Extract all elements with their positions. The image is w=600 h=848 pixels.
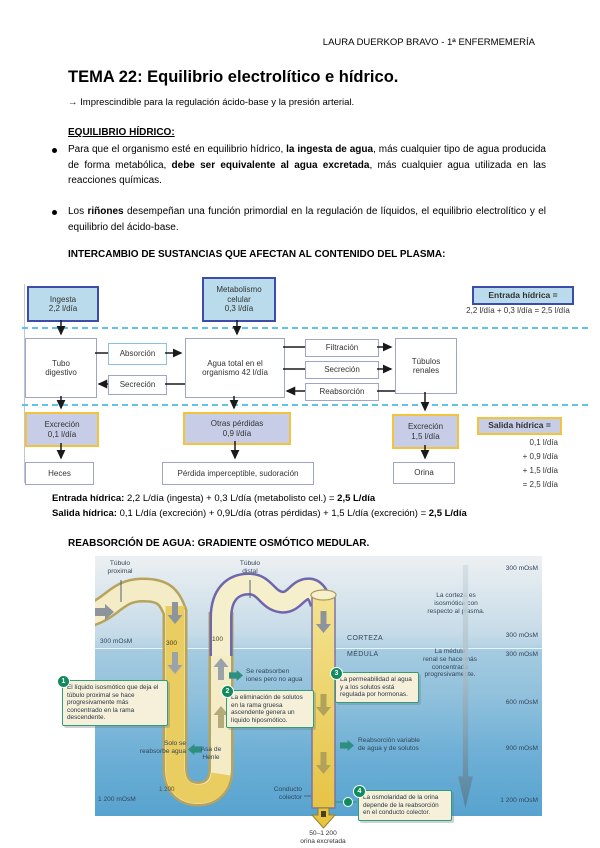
section-heading-equilibrio: EQUILIBRIO HÍDRICO: (68, 127, 175, 138)
bullet-1-text: Para que el organismo esté en equilibrio… (68, 144, 287, 155)
salida-summary-result: 2,5 L/día (428, 508, 467, 519)
callout-2-text: La eliminación de solutos en la rama gru… (231, 694, 303, 724)
box-filtracion: Filtración (305, 339, 379, 357)
variable-reabsorption-arrow-icon (340, 740, 354, 751)
box-entrada-hidrica: Entrada hídrica = (472, 286, 574, 305)
label-corteza: CORTEZA (347, 635, 384, 642)
mosm-right-2: 300 mOsM (505, 632, 538, 639)
mosm-right-4: 600 mOsM (505, 699, 538, 706)
bullet-1: Para que el organismo esté en equilibrio… (68, 142, 546, 189)
callout-1-text: El líquido isosmótico que deja el túbulo… (67, 684, 159, 722)
box-otras-perdidas: Otras pérdidas 0,9 l/día (183, 412, 291, 445)
box-heces: Heces (25, 462, 94, 485)
salida-sum: 0,1 l/día + 0,9 l/día + 1,5 l/día = 2,5 … (522, 438, 558, 489)
callout-2: 2 La eliminación de solutos en la rama g… (221, 685, 314, 729)
label-tubulo-proximal: Túbulo proximal (107, 560, 133, 575)
heading-intercambio: INTERCAMBIO DE SUSTANCIAS QUE AFECTAN AL… (68, 249, 446, 260)
bullet-2: Los riñones desempeñan una función primo… (68, 204, 546, 235)
bullet-1-bold-1: la ingesta de agua (286, 144, 374, 155)
entrada-summary-label: Entrada hídrica: (52, 493, 125, 504)
mosm-right-5: 900 mOsM (505, 745, 538, 752)
page-header: LAURA DUERKOP BRAVO - 1ª ENFERMEMERÍA (322, 37, 535, 48)
entrada-summary: Entrada hídrica: 2,2 L/día (ingesta) + 0… (52, 493, 375, 504)
box-excrecion-1: Excreción 0,1 l/día (25, 412, 99, 447)
mosm-right-3: 300 mOsM (505, 651, 538, 658)
callout-4-text: La osmolaridad de la orina depende de la… (363, 794, 439, 817)
page-title: TEMA 22: Equilibrio electrolítico e hídr… (68, 68, 399, 86)
label-medula: MÉDULA (347, 651, 379, 658)
callout-3-number: 3 (330, 667, 343, 680)
box-secrecion-1: Secreción (108, 375, 167, 395)
label-reabsorcion-variable: Reabsorción variable de agua y de soluto… (358, 737, 420, 752)
mosm-right-6: 1 200 mOsM (500, 797, 538, 804)
entrada-summary-result: 2,5 L/día (337, 493, 376, 504)
label-tubulo-distal: Túbulo distal (239, 560, 261, 575)
note-medula: La médula renal se hace más concentrada … (423, 648, 477, 679)
reabsorb-ions-arrow-icon (229, 670, 243, 681)
diagram-left-rule (24, 284, 25, 483)
nephron-diagram: Túbulo proximal Túbulo distal 300 mOsM 3… (57, 556, 542, 848)
box-excrecion-2: Excreción 1,5 l/día (392, 414, 459, 449)
box-secrecion-2: Secreción (305, 361, 379, 379)
box-metabolismo: Metabolismo celular 0,3 l/día (202, 277, 276, 322)
callout-1-number: 1 (57, 675, 70, 688)
box-agua-total: Agua total en el organismo 42 l/día (185, 338, 285, 398)
bullet-2-text: Los (68, 206, 88, 217)
label-300-mosm-left: 300 mOsM (100, 638, 133, 645)
callout-3: 3 La permeabilidad al agua y a los solut… (330, 667, 419, 703)
bullet-1-text-2: , más cualquier tipo de agua producida d… (68, 144, 546, 171)
callout-4: 4 La osmolaridad de la orina depende de … (353, 785, 452, 821)
value-300: 300 (166, 640, 178, 647)
dashed-divider-bottom (22, 404, 588, 406)
salida-summary: Salida hídrica: 0,1 L/día (excreción) + … (52, 508, 467, 519)
box-orina: Orina (393, 462, 455, 484)
bullet-icon (52, 210, 57, 215)
mosm-right-1: 300 mOsM (505, 565, 538, 572)
box-salida-hidrica: Salida hídrica = (477, 417, 562, 435)
box-tubulos-renales: Túbulos renales (395, 338, 457, 394)
value-100: 100 (212, 636, 224, 643)
callout-1: 1 El líquido isosmótico que deja el túbu… (57, 675, 168, 726)
label-1200-mosm-left: 1 200 mOsM (98, 796, 136, 803)
label-conducto-colector: Conducto colector (273, 786, 302, 801)
box-absorcion: Absorción (108, 343, 167, 365)
bullet-2-bold: riñones (87, 206, 124, 217)
water-only-arrow-icon (188, 744, 202, 755)
label-asa-henle: Asa de Henle (200, 746, 222, 761)
bullet-2-text-2: desempeñan una función primordial en la … (68, 206, 547, 233)
page-subtitle: → Imprescindible para la regulación ácid… (68, 97, 355, 108)
box-reabsorcion: Reabsorción (305, 383, 379, 401)
dashed-divider-top (22, 327, 588, 329)
label-solo-agua: Solo se reabsorbe agua (139, 740, 186, 755)
salida-summary-label: Salida hídrica: (52, 508, 117, 519)
value-1200-loop: 1 200 (159, 786, 175, 793)
salida-summary-body: 0,1 L/día (excreción) + 0,9L/día (otras … (116, 508, 429, 519)
entrada-summary-body: 2,2 L/día (ingesta) + 0,3 L/día (metabol… (124, 493, 338, 504)
label-se-reabsorben: Se reabsorben iones pero no agua (246, 668, 303, 683)
nephron-tubule-art (95, 572, 357, 829)
callout-3-text: La permeabilidad al agua y a los solutos… (340, 676, 412, 699)
box-ingesta: Ingesta 2,2 l/día (27, 286, 99, 322)
entrada-sum: 2,2 l/día + 0,3 l/día = 2,5 l/día (466, 306, 570, 315)
callout-4-number: 4 (353, 785, 366, 798)
bullet-icon (52, 148, 57, 153)
label-orina-excretada: 50–1 200 orina excretada (300, 830, 346, 845)
bullet-1-bold-2: debe ser equivalente al agua excretada (171, 159, 370, 171)
callout-2-number: 2 (221, 685, 234, 698)
box-perdida-imperceptible: Pérdida imperceptible, sudoración (162, 462, 314, 485)
water-exchange-diagram: Ingesta 2,2 l/día Metabolismo celular 0,… (22, 276, 588, 489)
note-corteza: La corteza es isosmótica con respecto al… (427, 592, 485, 615)
bullet-1-text-3: , más cualquier agua utilizada en las re… (68, 159, 546, 187)
heading-reabsorcion: REABSORCIÓN DE AGUA: GRADIENTE OSMÓTICO … (68, 538, 370, 549)
box-tubo-digestivo: Tubo digestivo (25, 338, 97, 398)
